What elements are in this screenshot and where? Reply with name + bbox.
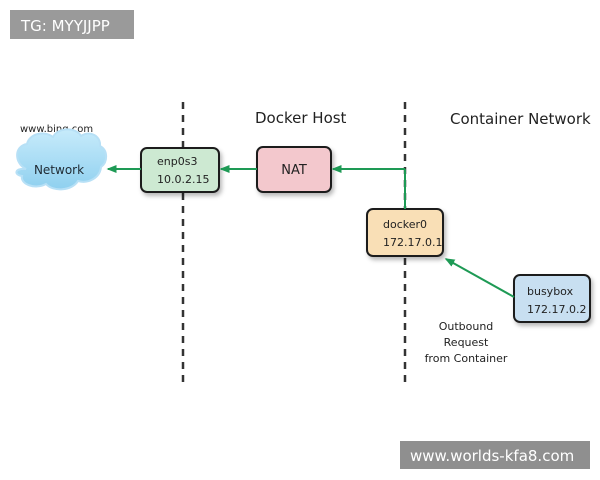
section-dividers (181, 102, 407, 384)
outbound-request-annotation: Outbound Request from Container (425, 320, 508, 365)
enp0s3-ip: 10.0.2.15 (157, 173, 209, 186)
watermark-badge: www.worlds-kfa8.com (400, 441, 590, 469)
tag-badge-text: TG: MYYJJPP (20, 17, 110, 35)
watermark-badge-text: www.worlds-kfa8.com (410, 447, 574, 465)
docker-host-label: Docker Host (255, 109, 347, 127)
nat-label: NAT (281, 163, 307, 178)
outbound-request-line-3: from Container (425, 352, 508, 365)
network-label: Network (34, 163, 84, 177)
tag-badge: TG: MYYJJPP (10, 10, 134, 39)
outbound-request-line-1: Outbound (439, 320, 494, 333)
container-network-label: Container Network (450, 110, 591, 128)
busybox-ip: 172.17.0.2 (527, 303, 586, 316)
watermark-badge-background (400, 441, 590, 469)
arrow-busybox-to-docker0 (444, 258, 515, 298)
busybox-name: busybox (527, 285, 574, 298)
enp0s3-name: enp0s3 (157, 155, 197, 168)
busybox-box (513, 274, 591, 323)
bing-label: www.bing.com (20, 124, 93, 135)
outbound-request-line-2: Request (444, 336, 489, 349)
network-cloud-shape (15, 128, 108, 191)
enp0s3-node: enp0s3 10.0.2.15 (140, 147, 220, 193)
flow-arrows (106, 165, 515, 298)
docker0-name: docker0 (383, 218, 427, 231)
tag-badge-background (10, 10, 134, 39)
docker0-ip: 172.17.0.1 (383, 236, 442, 249)
docker0-node: docker0 172.17.0.1 (366, 208, 444, 257)
busybox-node: busybox 172.17.0.2 (513, 274, 591, 323)
nat-node: NAT (256, 146, 332, 193)
network-cloud: Network (15, 128, 108, 191)
